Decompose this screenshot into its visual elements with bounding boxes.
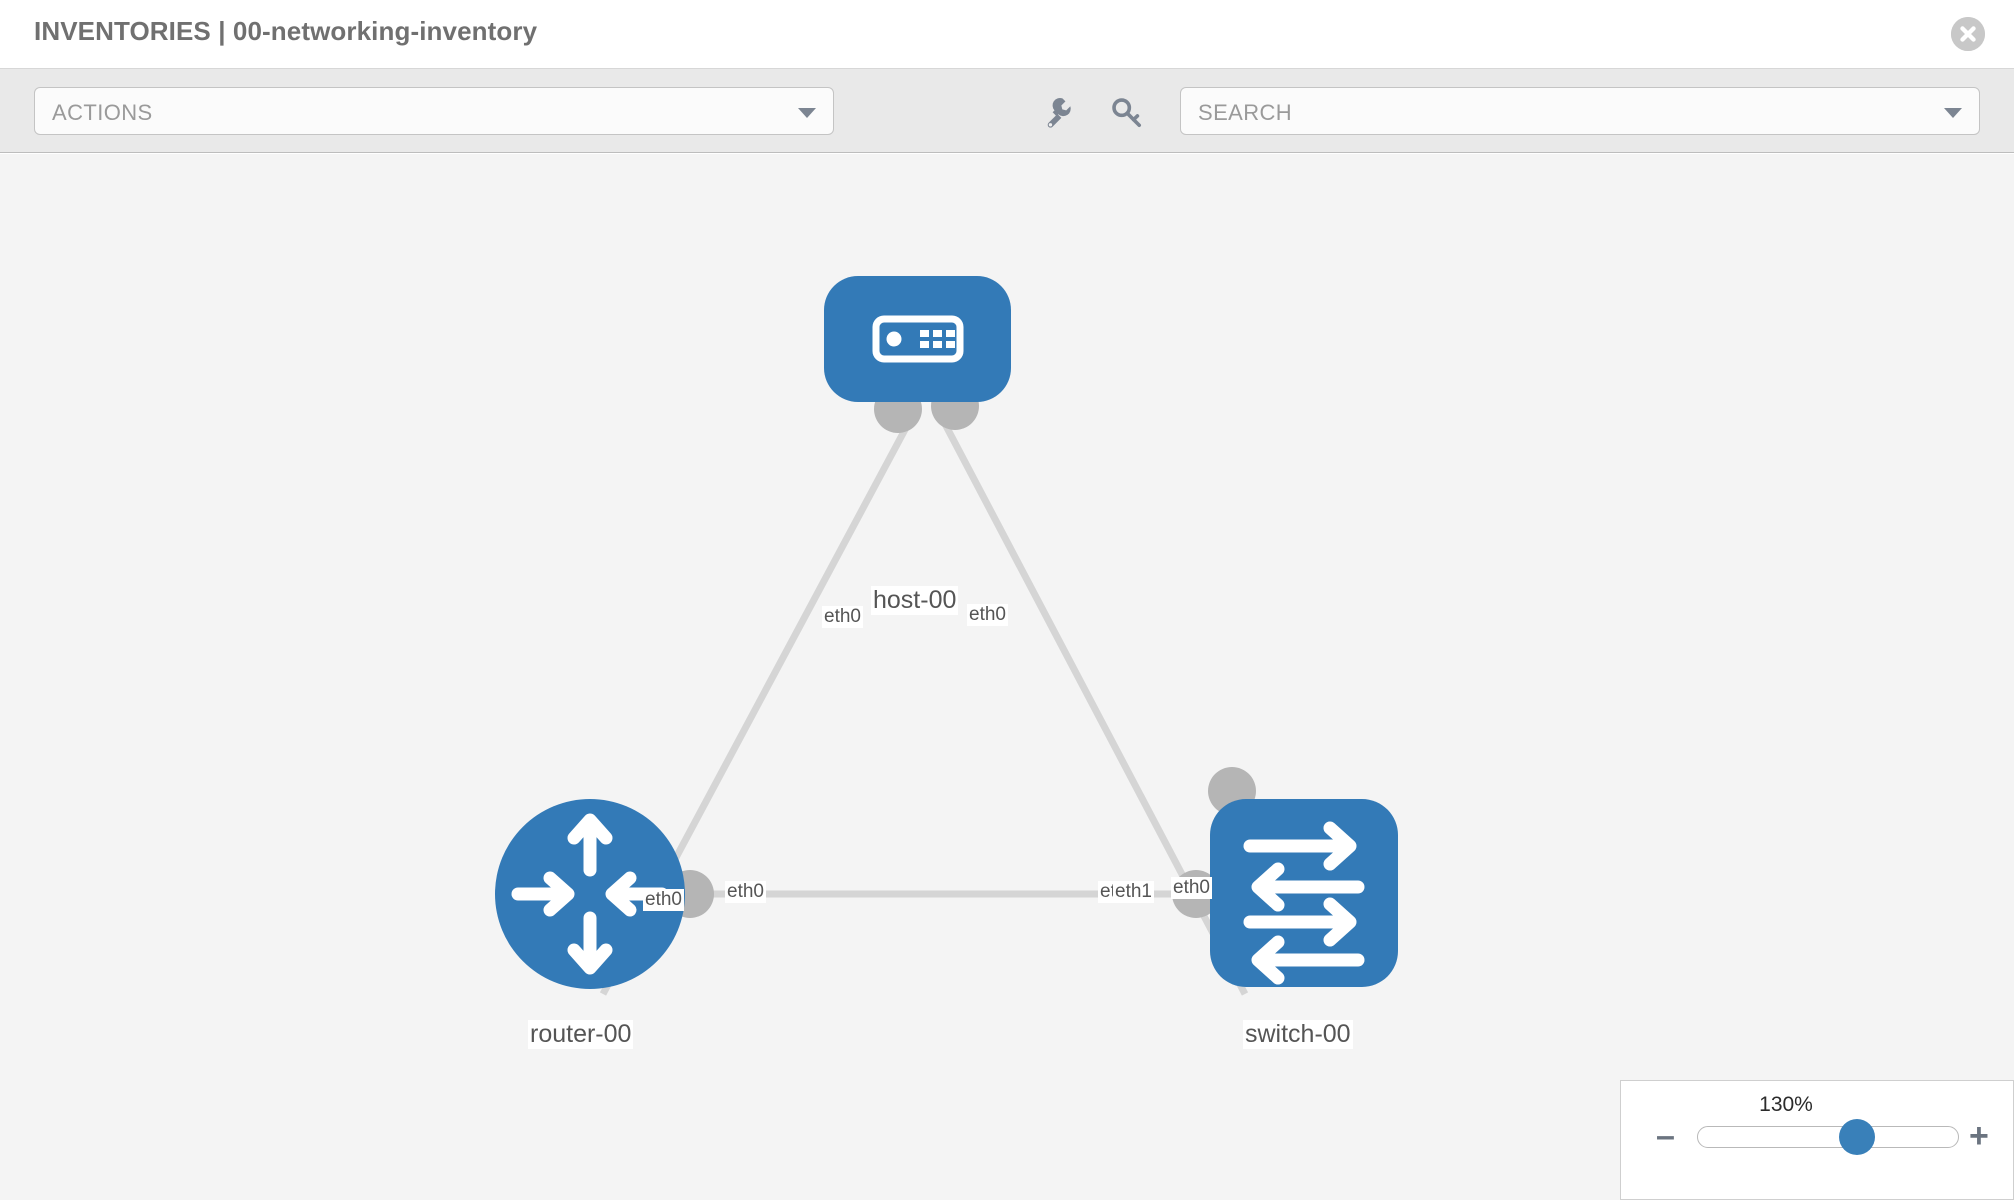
- topology-ports: [666, 382, 1256, 918]
- search-placeholder: SEARCH: [1198, 100, 1293, 125]
- port-label-switch-left: eth1: [1113, 881, 1154, 903]
- node-router-00[interactable]: [495, 799, 685, 989]
- actions-dropdown-label: ACTIONS: [52, 100, 153, 125]
- node-switch-00[interactable]: [1210, 799, 1398, 987]
- topology-graph: [495, 276, 1398, 996]
- node-label-router-00: router-00: [528, 1020, 634, 1049]
- zoom-slider-track[interactable]: [1697, 1126, 1959, 1148]
- zoom-out-button[interactable]: –: [1656, 1117, 1675, 1155]
- page-title: INVENTORIES | 00-networking-inventory: [34, 16, 538, 46]
- port-label-router-right: eth0: [725, 881, 766, 903]
- actions-dropdown[interactable]: ACTIONS: [34, 87, 834, 135]
- close-icon[interactable]: [1951, 17, 1985, 51]
- node-label-switch-00: switch-00: [1243, 1020, 1353, 1049]
- wrench-icon[interactable]: [1043, 96, 1077, 130]
- zoom-percent-label: 130%: [1759, 1093, 1813, 1116]
- zoom-control: 130% – +: [1620, 1080, 2014, 1200]
- node-label-host-00: host-00: [871, 586, 959, 615]
- zoom-slider-thumb[interactable]: [1839, 1119, 1875, 1155]
- search-input[interactable]: SEARCH: [1180, 87, 1980, 135]
- port-label-host-right: eth0: [967, 604, 1008, 626]
- port-label-switch-uplink: eth0: [1171, 877, 1212, 899]
- chevron-down-icon[interactable]: [1944, 108, 1962, 118]
- port-label-host-left: eth0: [822, 606, 863, 628]
- toolbar: ACTIONS SEARCH: [0, 69, 2014, 153]
- port-label-router-uplink: eth0: [643, 889, 684, 911]
- chevron-down-icon: [798, 108, 816, 118]
- topology-canvas[interactable]: host-00 router-00 switch-00 eth0 eth0 et…: [0, 154, 2014, 1200]
- node-host-00[interactable]: [824, 276, 1011, 402]
- zoom-in-button[interactable]: +: [1969, 1117, 1989, 1155]
- page-header: INVENTORIES | 00-networking-inventory: [0, 0, 2014, 69]
- key-icon[interactable]: [1110, 96, 1144, 130]
